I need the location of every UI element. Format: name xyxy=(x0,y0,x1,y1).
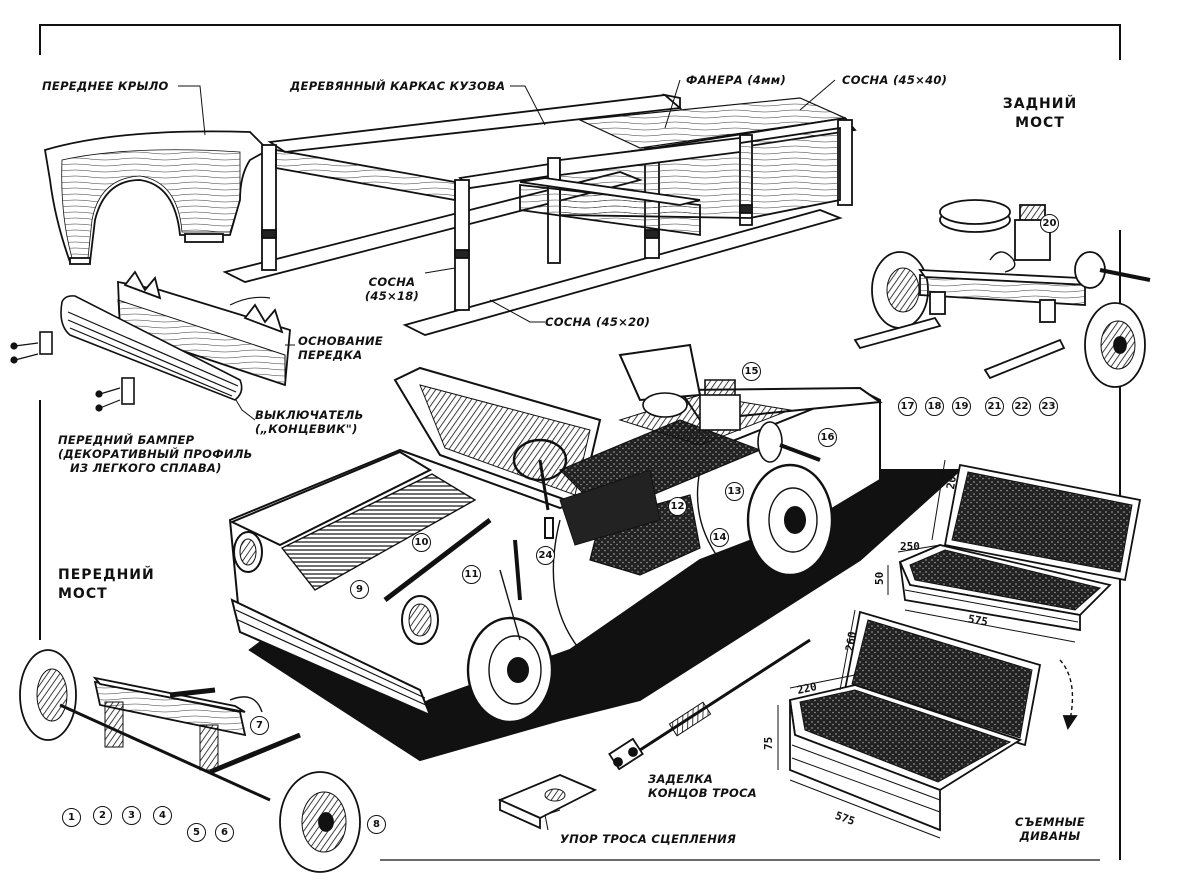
label-front-fender: ПЕРЕДНЕЕ КРЫЛО xyxy=(42,79,169,93)
seat-dimension-lines xyxy=(777,459,1076,839)
label-wooden-frame: ДЕРЕВЯННЫЙ КАРКАС КУЗОВА xyxy=(290,79,506,93)
callout-12: 12 xyxy=(668,497,687,516)
callout-20: 20 xyxy=(1040,214,1059,233)
callout-15: 15 xyxy=(742,362,761,381)
front-axle-drawing xyxy=(19,649,361,873)
dim-upper-seat-depth: 250 xyxy=(900,540,920,553)
front-bumper-drawing xyxy=(10,295,243,412)
leader-lines xyxy=(178,79,836,831)
callout-7: 7 xyxy=(250,716,269,735)
callout-1: 1 xyxy=(62,808,81,827)
dim-lower-seat-height: 75 xyxy=(762,736,775,750)
callout-24: 24 xyxy=(536,546,555,565)
callout-16: 16 xyxy=(818,428,837,447)
label-pine-45x40: СОСНА (45×40) xyxy=(842,73,948,87)
callout-10: 10 xyxy=(412,533,431,552)
cable-parts-drawing xyxy=(497,638,811,830)
callout-17: 17 xyxy=(898,397,917,416)
callout-4: 4 xyxy=(153,806,172,825)
label-pine-45x18: СОСНА(45×18) xyxy=(364,275,420,303)
callout-3: 3 xyxy=(122,806,141,825)
label-plywood: ФАНЕРА (4мм) xyxy=(686,73,787,87)
callout-19: 19 xyxy=(952,397,971,416)
callout-23: 23 xyxy=(1039,397,1058,416)
wooden-body-frame-drawing xyxy=(222,93,857,336)
seat-lower-drawing xyxy=(788,610,1078,832)
callout-9: 9 xyxy=(350,580,369,599)
label-clutch-cable-stop: УПОР ТРОСА СЦЕПЛЕНИЯ xyxy=(560,832,737,846)
label-limit-switch: ВЫКЛЮЧАТЕЛЬ(„КОНЦЕВИК") xyxy=(255,408,364,436)
callout-11: 11 xyxy=(462,565,481,584)
callout-5: 5 xyxy=(187,823,206,842)
label-pine-45x20: СОСНА (45×20) xyxy=(545,315,651,329)
callout-13: 13 xyxy=(725,482,744,501)
seat-upper-drawing xyxy=(898,463,1142,632)
callout-21: 21 xyxy=(985,397,1004,416)
callout-6: 6 xyxy=(215,823,234,842)
rear-axle-drawing xyxy=(853,199,1151,388)
callout-22: 22 xyxy=(1012,397,1031,416)
dim-upper-seat-height: 50 xyxy=(873,571,886,585)
car-body-drawing xyxy=(228,343,963,762)
callout-8: 8 xyxy=(367,815,386,834)
callout-18: 18 xyxy=(925,397,944,416)
callout-2: 2 xyxy=(93,806,112,825)
callout-14: 14 xyxy=(710,528,729,547)
front-fender-drawing xyxy=(43,130,270,265)
